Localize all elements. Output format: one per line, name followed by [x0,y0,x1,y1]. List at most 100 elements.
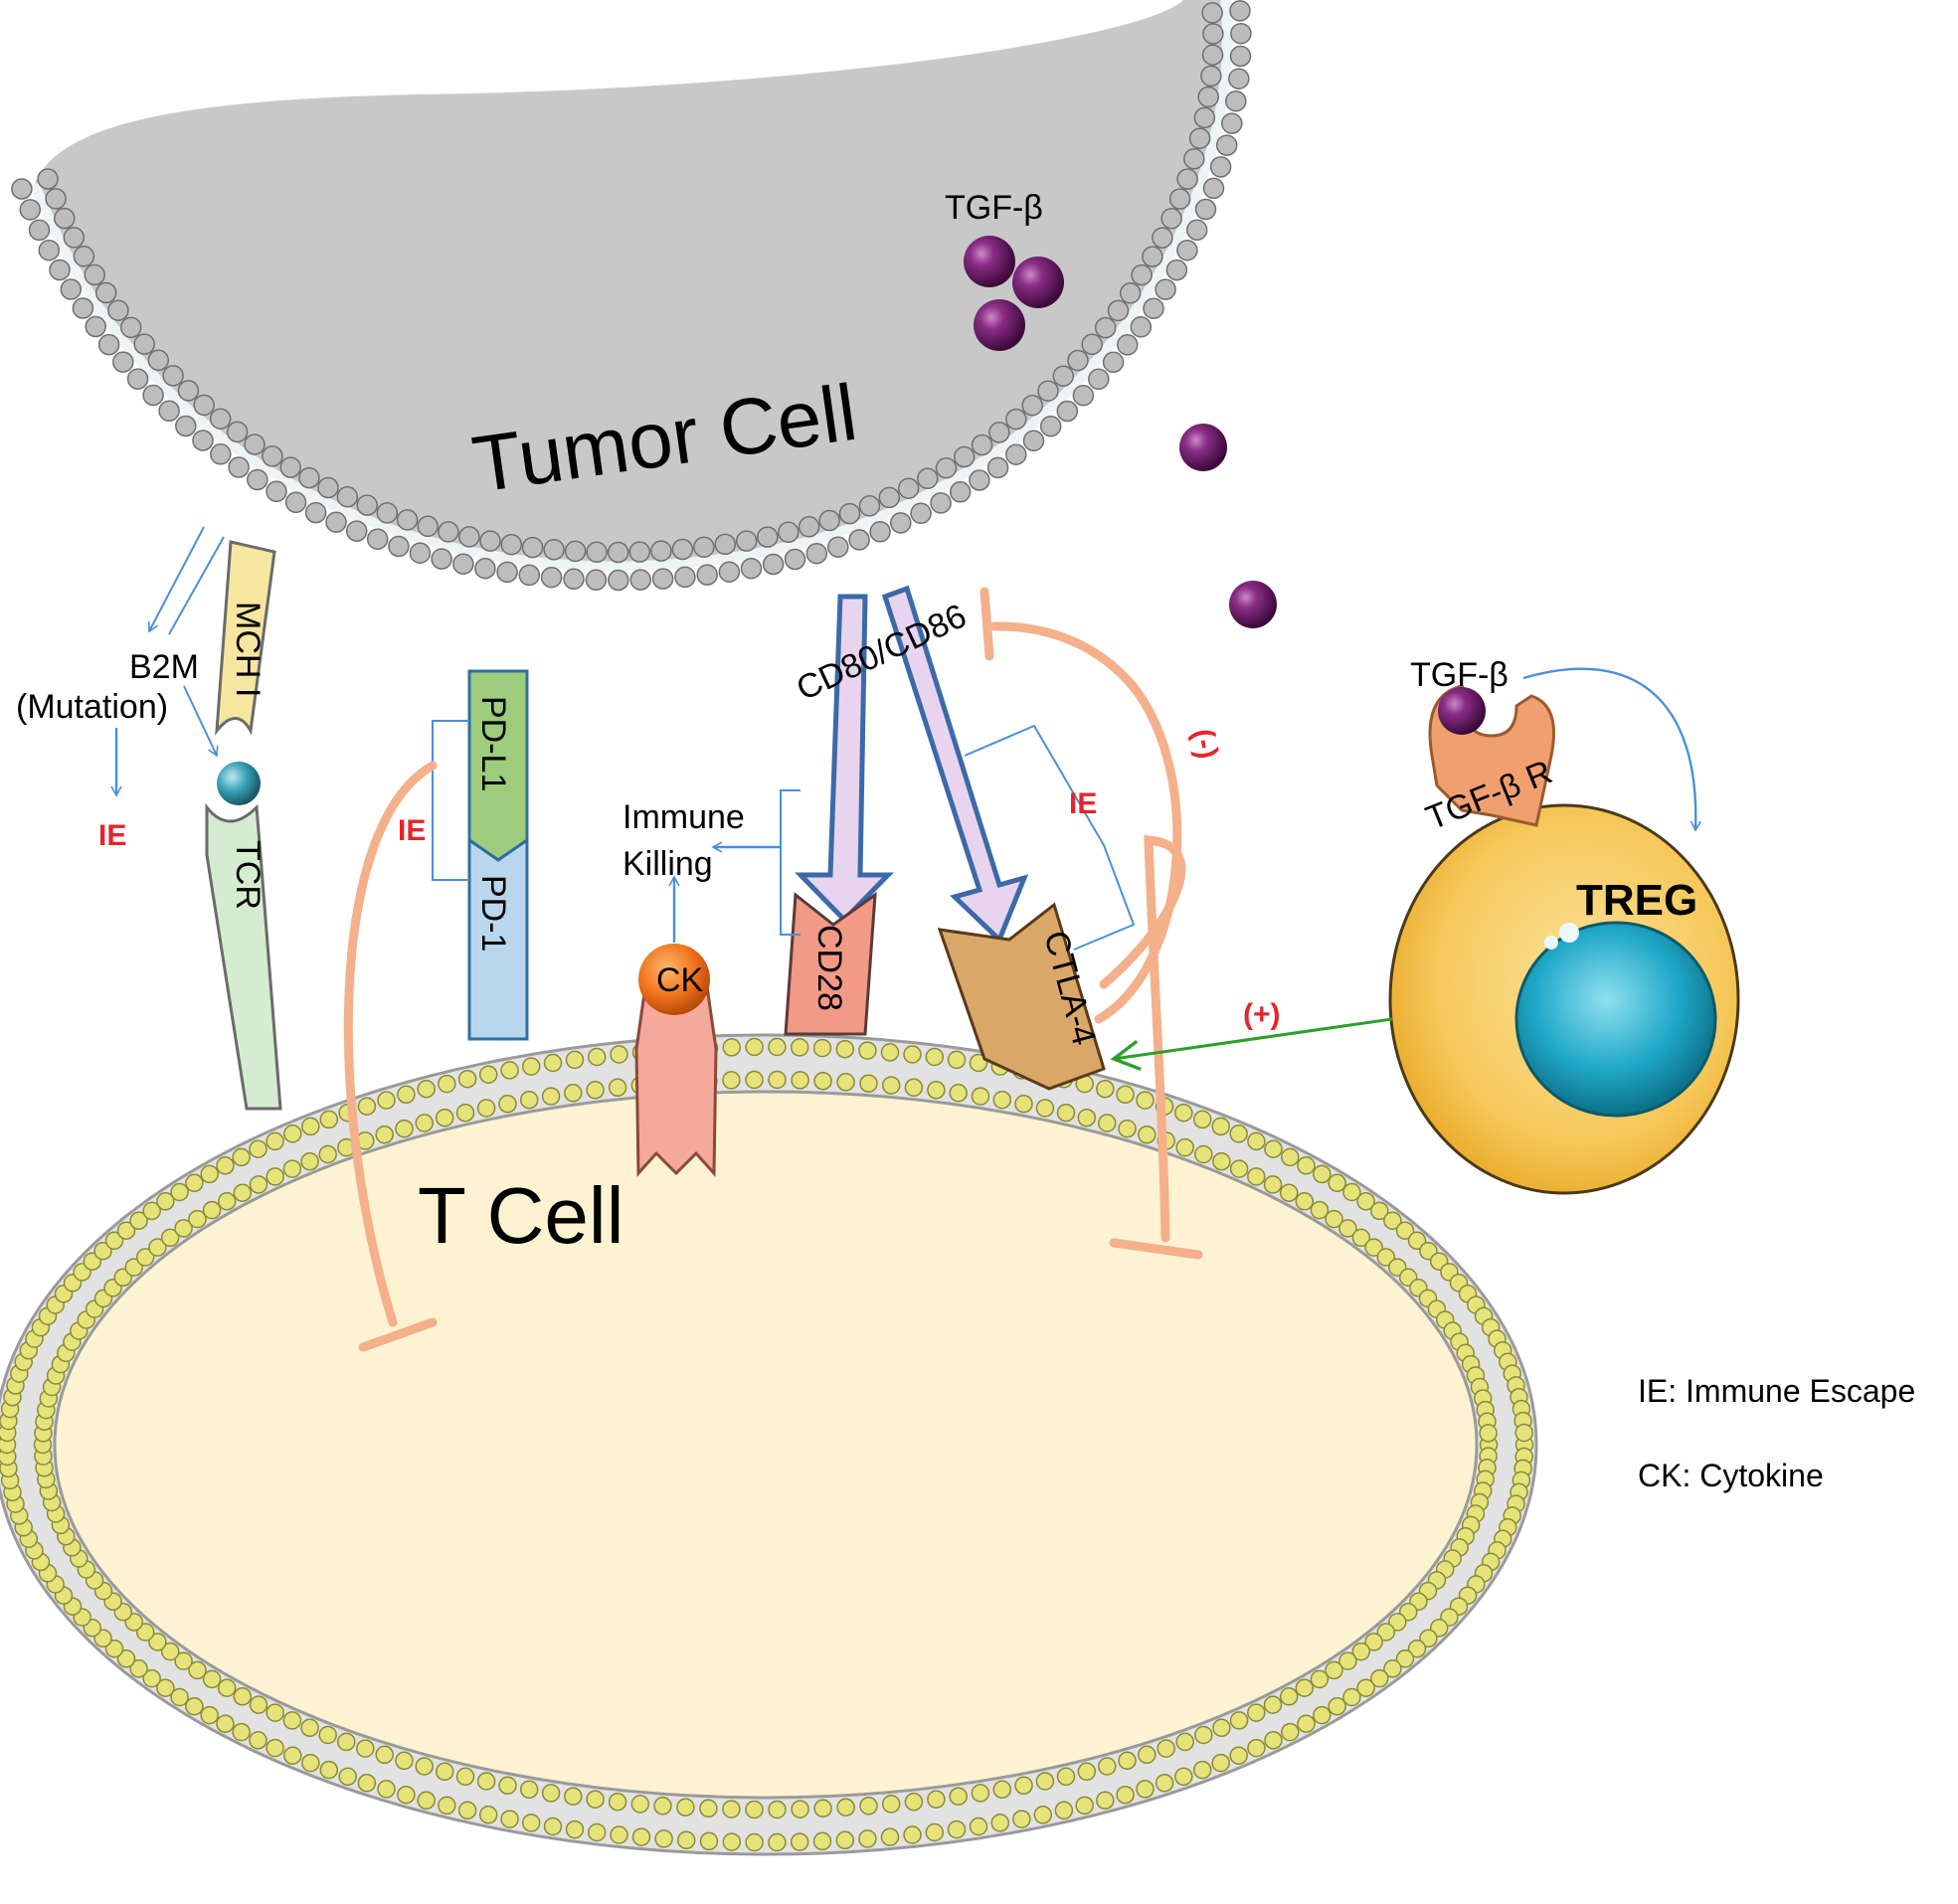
pdl1-label: PD-L1 [474,696,512,791]
lipid-head-bead [543,1817,563,1836]
lipid-head-bead [564,1787,583,1806]
lipid-head-bead [992,1090,1012,1110]
lipid-head-bead [1056,1767,1076,1787]
lipid-head-bead [1077,1762,1097,1782]
lipid-head-bead [249,1695,268,1714]
inhibition-bar-cd80 [979,587,994,661]
membrane-bead [298,466,320,489]
lipid-head-bead [1211,1117,1230,1136]
membrane-bead [1201,44,1224,66]
membrane-bead [193,394,215,417]
lipid-head-bead [722,1800,741,1818]
membrane-bead [376,502,399,524]
membrane-bead [1165,259,1188,281]
lipid-head-bead [1395,1221,1415,1240]
membrane-bead [72,297,94,319]
tgf-beta-treg-label: TGF-β [1410,656,1509,694]
tcr-label: TCR [229,840,267,910]
membrane-bead [97,333,120,356]
lipid-head-bead [1056,1103,1076,1123]
lipid-head-bead [768,1800,787,1819]
membrane-bead [94,281,117,304]
lipid-head-bead [1263,1175,1283,1194]
membrane-bead [175,415,197,437]
lipid-head-bead [232,1147,251,1167]
lipid-head-bead [969,1053,988,1073]
membrane-bead [1152,227,1173,249]
lipid-head-bead [357,1097,377,1116]
membrane-bead [693,536,715,559]
lipid-head-bead [1035,1772,1055,1791]
lipid-head-bead [1325,1660,1343,1680]
membrane-bead [63,227,86,249]
lipid-head-bead [185,1696,204,1716]
treg-label: TREG [1576,876,1697,925]
t-cell-cytoplasm [53,1090,1479,1800]
membrane-bead [458,526,480,548]
inhibition-line-ctla4 [1099,835,1186,1243]
lipid-head-bead [969,1817,988,1836]
lipid-head-bead [791,1071,809,1090]
lipid-head-bead [904,1792,924,1812]
membrane-bead [126,368,149,390]
lipid-head-bead [1328,1696,1346,1716]
membrane-bead [986,456,1009,479]
membrane-bead [1005,443,1027,465]
lipid-head-bead [129,1211,148,1230]
lipid-head-bead [357,1774,377,1793]
lipid-head-bead [156,1678,175,1697]
lipid-head-bead [300,1151,319,1171]
lipid-head-bead [1419,1629,1438,1648]
membrane-bead [147,349,170,372]
mhc-tcr-complex: MCH I TCR [205,540,282,1111]
membrane-bead [818,509,840,532]
membrane-bead [28,219,51,242]
lipid-head-bead [266,1167,284,1186]
treg-highlight [1559,923,1579,943]
membrane-bead [650,540,672,562]
membrane-bead [858,495,881,517]
lipid-head-bead [858,1829,877,1848]
lipid-head-bead [1338,1219,1357,1238]
lipid-head-bead [397,1785,416,1805]
membrane-bead [500,533,523,556]
tgf-beta-molecule [1229,581,1277,628]
lipid-head-bead [435,1762,454,1782]
lipid-head-bead [1297,1156,1316,1175]
lipid-head-bead [1310,1200,1330,1220]
lipid-head-bead [249,1139,267,1158]
lipid-head-bead [1342,1687,1361,1707]
lipid-head-bead [519,1780,539,1800]
lipid-head-bead [699,1799,718,1818]
lipid-head-bead [283,1125,302,1143]
membrane-bead [84,263,105,286]
lipid-head-bead [587,1822,607,1842]
lipid-head-bead [745,1800,764,1819]
lipid-head-bead [375,1125,394,1144]
lipid-head-bead [1012,1810,1031,1828]
lipid-head-bead [835,1039,855,1059]
lipid-head-bead [654,1829,673,1848]
membrane-bead [317,476,339,499]
cytokine-receptor-body [634,977,718,1177]
membrane-bead [479,530,501,552]
membrane-bead [971,433,993,456]
lipid-head-bead [541,1784,561,1803]
membrane-bead [718,561,741,583]
membrane-bead [1052,365,1075,387]
membrane-bead [1228,68,1250,89]
lipid-head-bead [185,1173,204,1193]
membrane-bead [1202,177,1225,200]
tgf-beta-to-treg-arrow [1522,667,1702,832]
killing-bracket [780,789,801,936]
membrane-bead [1056,400,1079,423]
membrane-bead [953,445,976,468]
lipid-head-bead [1295,1678,1315,1697]
membrane-bead [1176,239,1198,261]
lipid-head-bead [971,1784,990,1803]
membrane-bead [1072,384,1095,407]
legend-ck: CK: Cytokine [1638,1458,1824,1493]
lipid-head-bead [1264,1731,1283,1750]
lipid-head-bead [397,1085,416,1105]
membrane-bead [388,535,410,558]
